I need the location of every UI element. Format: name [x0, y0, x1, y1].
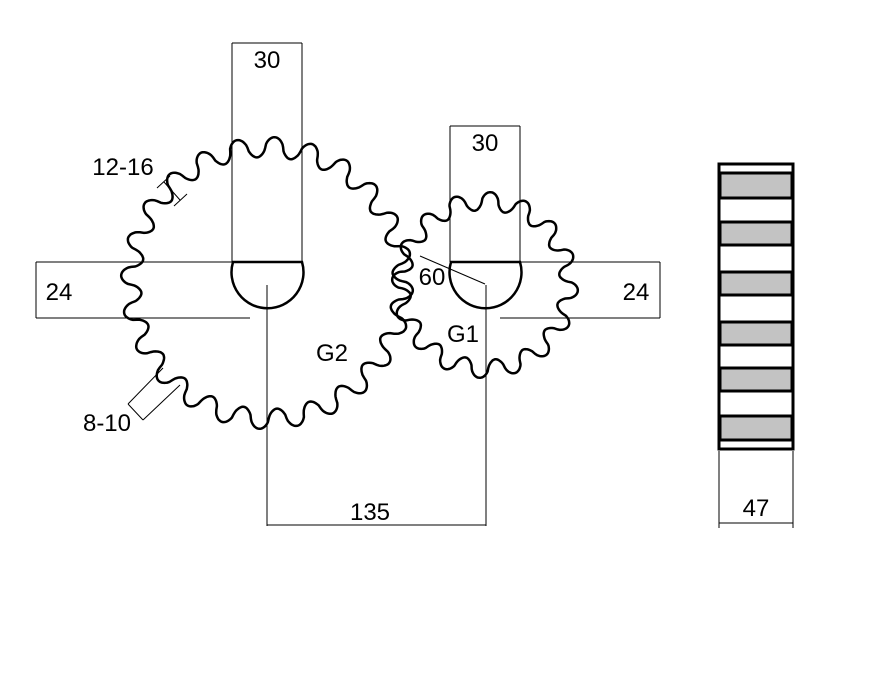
dimension-g1-hub-height: 24	[500, 261, 661, 319]
face-width-label: 47	[743, 495, 770, 522]
gear-g1-label: G1	[447, 321, 479, 348]
side-view-band	[718, 320, 794, 347]
tooth-height-label: 12-16	[92, 154, 153, 181]
gear-g2-outline	[119, 135, 415, 431]
side-view-band	[718, 366, 794, 393]
dimension-g2-bore-width: 30	[231, 42, 303, 262]
side-view-band	[718, 220, 794, 247]
tooth-width-label: 8-10	[83, 410, 131, 437]
center-distance-label: 135	[350, 499, 390, 526]
g1-bore-width-label: 30	[472, 130, 499, 157]
dimension-tooth-width: 8-10	[83, 367, 181, 437]
dimension-tooth-height: 12-16	[92, 154, 188, 207]
g2-hub-height-label: 24	[46, 279, 73, 306]
g2-bore-width-label: 30	[254, 47, 281, 74]
gear-side-view	[717, 162, 795, 451]
dimension-center-distance: 135	[266, 285, 487, 526]
gear-g2-bore	[230, 260, 305, 310]
dimension-angle: 60	[419, 255, 486, 291]
dimension-g2-hub-height: 24	[35, 261, 250, 319]
dimension-g1-bore-width: 30	[449, 125, 521, 262]
angle-label: 60	[419, 264, 446, 291]
gear-g1-bore	[448, 260, 523, 310]
gear-g2-label: G2	[316, 340, 348, 367]
side-view-band	[718, 414, 794, 442]
side-view-band	[718, 270, 794, 297]
dimension-face-width: 47	[718, 451, 794, 528]
g1-hub-height-label: 24	[623, 279, 650, 306]
gear-g1-outline	[390, 190, 580, 380]
side-view-band	[718, 171, 794, 200]
